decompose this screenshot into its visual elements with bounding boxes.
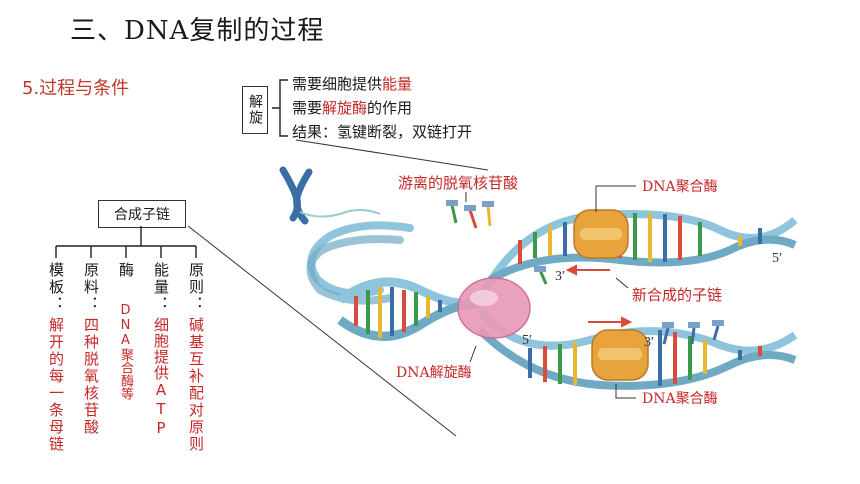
unwind-line-enzyme: 需要解旋酶的作用	[292, 99, 413, 117]
label-free-nucleotides: 游离的脱氧核苷酸	[398, 174, 519, 192]
synthesis-branch-energy: 能量： 细胞提供ATP	[152, 262, 170, 438]
label-new-strand: 新合成的子链	[632, 286, 723, 304]
synthesis-label-box: 合成子链	[98, 200, 186, 228]
dna-polymerase-top	[573, 209, 629, 259]
unwind-label: 解旋	[247, 94, 263, 126]
end-label-5-top: 5′	[772, 251, 782, 266]
dna-helicase	[457, 277, 531, 339]
synthesis-label: 合成子链	[114, 207, 170, 223]
label-helicase: DNA解旋酶	[396, 365, 472, 381]
end-label-5-bottom: 5′	[522, 333, 532, 348]
end-label-3-bottom: 3′	[644, 335, 654, 350]
unwind-label-box: 解旋	[242, 86, 268, 134]
synthesis-direction-arrows	[565, 264, 633, 328]
chromosome-icon	[279, 166, 313, 225]
unwind-line-energy: 需要细胞提供能量	[292, 75, 413, 93]
synthesis-branch-enzyme: 酶 DNA聚合酶等	[117, 262, 135, 400]
label-polymerase-top: DNA聚合酶	[642, 179, 718, 195]
section-subtitle: 5.过程与条件	[22, 78, 130, 99]
lower-daughter-helix	[476, 307, 798, 390]
dna-polymerase-bottom	[591, 329, 649, 381]
upper-daughter-helix	[476, 210, 798, 302]
page-title: 三、DNA复制的过程	[70, 16, 325, 46]
unwind-details: 需要细胞提供能量 需要解旋酶的作用 结果：氢键断裂，双链打开	[292, 72, 472, 144]
label-polymerase-bottom: DNA聚合酶	[642, 391, 718, 407]
synthesis-branch-principle: 原则： 碱基互补配对原则	[187, 262, 205, 453]
end-label-3-top: 3′	[555, 269, 565, 284]
synthesis-branch-materials: 原料： 四种脱氧核苷酸	[82, 262, 100, 436]
synthesis-branch-template: 模板： 解开的每一条母链	[47, 262, 65, 453]
synthesis-tree-lines	[55, 226, 197, 258]
free-nucleotides	[446, 200, 724, 345]
unwind-brace	[272, 79, 288, 137]
unwind-line-result: 结果：氢键断裂，双链打开	[292, 123, 473, 141]
